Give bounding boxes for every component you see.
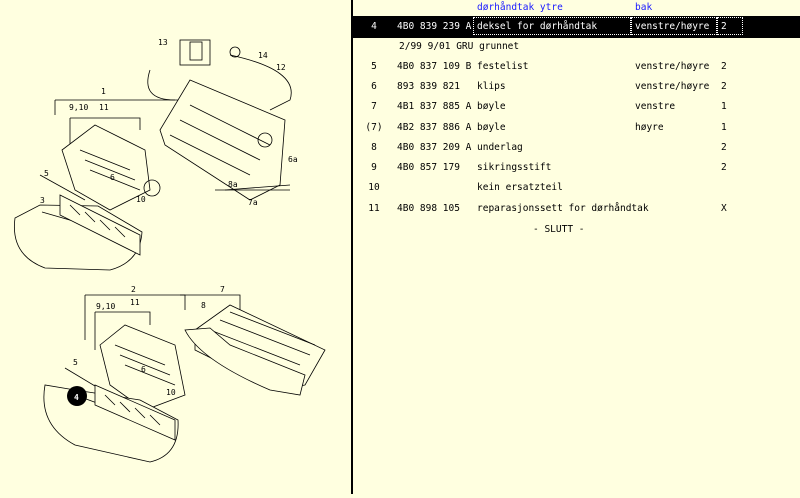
callout-11-upper: 11: [99, 103, 109, 112]
parts-row[interactable]: (7) 4B2 837 886 A bøyle høyre 1: [353, 120, 800, 137]
callout-1: 1: [101, 87, 106, 96]
parts-row[interactable]: 6 893 839 821 klips venstre/høyre 2: [353, 79, 800, 96]
row-description: underlag: [477, 142, 523, 153]
row-description: sikringsstift: [477, 162, 552, 173]
row-quantity: 1: [721, 101, 727, 112]
row-remark: venstre: [635, 101, 676, 112]
row-position: (7): [365, 122, 383, 133]
callout-2: 2: [131, 285, 136, 294]
row-part-number: 4B0 898 105: [397, 203, 460, 214]
row-position: 8: [371, 142, 377, 153]
row-description: bøyle: [477, 101, 506, 112]
callout-4-marker: [67, 386, 87, 406]
parts-row[interactable]: 11 4B0 898 105 reparasjonssett for dørhå…: [353, 201, 800, 218]
callout-3: 3: [40, 196, 45, 205]
row-description: klips: [477, 81, 506, 92]
row-description: kein ersatzteil: [477, 182, 563, 193]
row-part-number: 4B0 857 179: [397, 162, 460, 173]
row-quantity: X: [721, 203, 727, 214]
callout-6a: 6a: [288, 155, 298, 164]
parts-list: dørhåndtak ytre bak 4 4B0 839 239 A deks…: [353, 0, 800, 494]
row-remark: venstre/høyre: [635, 21, 710, 32]
row-position: 5: [371, 61, 377, 72]
selection-focus-qty: [717, 17, 743, 35]
row-description: festelist: [477, 61, 529, 72]
group-title: dørhåndtak ytre: [477, 2, 563, 13]
row-quantity: 2: [721, 21, 727, 32]
row-remark: venstre/høyre: [635, 61, 710, 72]
selection-focus-remark: [631, 17, 717, 35]
row-part-number: 893 839 821: [397, 81, 460, 92]
row-part-number: 4B0 837 109 B: [397, 61, 472, 72]
row-quantity: 2: [721, 162, 727, 173]
row-quantity: 2: [721, 81, 727, 92]
pane-divider[interactable]: [351, 0, 353, 494]
callout-9-10-upper: 9,10: [69, 103, 88, 112]
row-remark: høyre: [635, 122, 664, 133]
row-part-number: 4B0 837 209 A: [397, 142, 472, 153]
callout-8: 8: [201, 301, 206, 310]
callout-5-upper: 5: [44, 169, 49, 178]
callout-14: 14: [258, 51, 268, 60]
row-quantity: 2: [721, 142, 727, 153]
row-part-number: 4B2 837 886 A: [397, 122, 472, 133]
parts-row[interactable]: 7 4B1 837 885 A bøyle venstre 1: [353, 99, 800, 116]
row-part-number: 4B0 839 239 A: [397, 21, 472, 32]
callout-7: 7: [220, 285, 225, 294]
end-of-list-marker: - SLUTT -: [533, 224, 585, 235]
callout-5-lower: 5: [73, 358, 78, 367]
callout-12: 12: [276, 63, 286, 72]
row-position: 6: [371, 81, 377, 92]
row-description: reparasjonssett for dørhåndtak: [477, 203, 649, 214]
exploded-view-drawing: 4 1 9,10 11 5 3 6 10 13 14 12 6a 8a 7a 2…: [13, 38, 326, 463]
callout-6-upper: 6: [110, 173, 115, 182]
callout-6-lower: 6: [141, 365, 146, 374]
callout-13: 13: [158, 38, 168, 47]
row-description: deksel for dørhåndtak: [477, 21, 598, 32]
parts-row[interactable]: 5 4B0 837 109 B festelist venstre/høyre …: [353, 59, 800, 76]
callout-9-10-lower: 9,10: [96, 302, 115, 311]
row-position: 7: [371, 101, 377, 112]
row-description: bøyle: [477, 122, 506, 133]
callout-10-lower: 10: [166, 388, 176, 397]
group-remark: bak: [635, 2, 653, 13]
row-position: 10: [368, 182, 380, 193]
row-quantity: 1: [721, 122, 727, 133]
callout-11-lower: 11: [130, 298, 140, 307]
row-remark: venstre/høyre: [635, 81, 710, 92]
row-subline: 2/99 9/01 GRU grunnet: [399, 41, 520, 52]
callout-10-upper: 10: [136, 195, 146, 204]
parts-row[interactable]: 9 4B0 857 179 sikringsstift 2: [353, 160, 800, 177]
callout-7a: 7a: [248, 198, 258, 207]
row-position: 9: [371, 162, 377, 173]
row-position: 4: [371, 21, 377, 32]
row-quantity: 2: [721, 61, 727, 72]
parts-row[interactable]: 8 4B0 837 209 A underlag 2: [353, 140, 800, 157]
parts-row-selected[interactable]: 4 4B0 839 239 A deksel for dørhåndtak ve…: [353, 16, 800, 38]
parts-diagram: 4 1 9,10 11 5 3 6 10 13 14 12 6a 8a 7a 2…: [0, 0, 351, 494]
selection-focus-desc: [473, 17, 631, 35]
callout-4: 4: [74, 393, 79, 402]
callout-8a: 8a: [228, 180, 238, 189]
row-part-number: 4B1 837 885 A: [397, 101, 472, 112]
row-position: 11: [368, 203, 380, 214]
parts-row[interactable]: 10 kein ersatzteil: [353, 180, 800, 197]
